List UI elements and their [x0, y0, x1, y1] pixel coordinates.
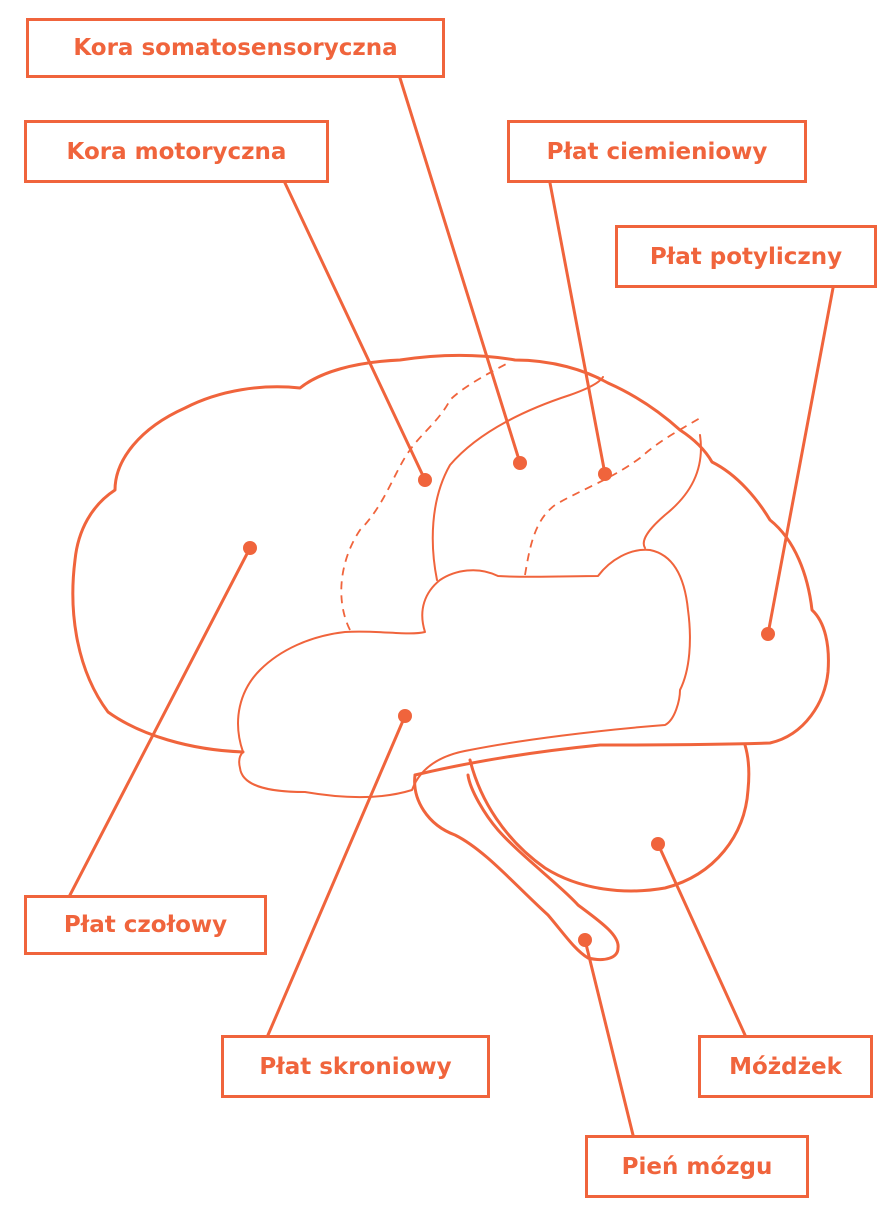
label-parietal-lobe: Płat ciemieniowy	[507, 120, 807, 183]
dot-parietal	[598, 467, 612, 481]
cerebrum-outline	[71, 354, 830, 777]
dot-motor	[418, 473, 432, 487]
occipital-boundary-line	[642, 434, 702, 549]
cerebellum-outline	[468, 743, 751, 893]
label-brainstem: Pień mózgu	[585, 1135, 809, 1198]
dot-frontal	[243, 541, 257, 555]
postcentral-sulcus-dashed	[524, 417, 701, 576]
dot-cerebellum	[651, 837, 665, 851]
leader-parietal	[548, 181, 607, 476]
label-somatosensory-cortex: Kora somatosensoryczna	[26, 18, 445, 78]
dot-temporal	[398, 709, 412, 723]
dot-brainstem	[578, 933, 592, 947]
leader-occipital	[766, 286, 835, 636]
leader-cerebellum	[656, 842, 747, 1037]
label-motor-cortex: Kora motoryczna	[24, 120, 329, 183]
label-temporal-lobe: Płat skroniowy	[221, 1035, 490, 1098]
dot-occipital	[761, 627, 775, 641]
leader-motor	[283, 181, 427, 482]
leader-temporal	[266, 714, 407, 1037]
label-frontal-lobe: Płat czołowy	[24, 895, 267, 955]
leader-brainstem	[583, 938, 635, 1137]
leader-frontal	[68, 546, 252, 897]
brainstem-outline	[413, 773, 620, 962]
dot-somatosensory	[513, 456, 527, 470]
parietal-region-line	[431, 376, 604, 581]
temporal-lobe-outline	[237, 548, 691, 798]
label-occipital-lobe: Płat potyliczny	[615, 225, 877, 288]
leader-somatosensory	[398, 76, 522, 465]
label-cerebellum: Móżdżek	[698, 1035, 873, 1098]
central-sulcus-dashed	[340, 361, 511, 631]
